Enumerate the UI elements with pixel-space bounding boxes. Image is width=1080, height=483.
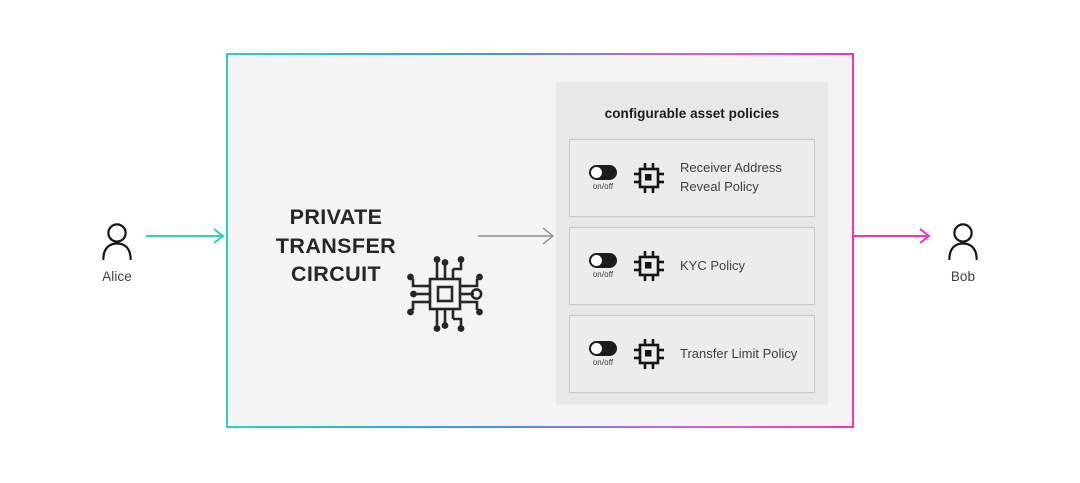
policies-panel-title: configurable asset policies <box>604 106 780 121</box>
circuit-chip-icon <box>403 252 487 336</box>
policy-toggle-label: on/off <box>592 182 614 191</box>
policy-toggle-group[interactable]: on/off <box>586 341 620 367</box>
circuit-title-line-3: CIRCUIT <box>291 262 381 287</box>
policy-toggle-switch[interactable] <box>589 341 617 356</box>
actor-label-bob: Bob <box>950 269 976 284</box>
chip-icon <box>632 249 666 283</box>
actor-bob: Bob <box>908 222 1018 284</box>
configurable-asset-policies-panel: configurable asset policies on/off <box>556 82 828 405</box>
policy-toggle-group[interactable]: on/off <box>586 165 620 191</box>
chip-icon <box>632 161 666 195</box>
policy-card[interactable]: on/off <box>569 139 815 217</box>
actor-label-alice: Alice <box>102 269 132 284</box>
arrow-box-to-bob <box>852 226 934 251</box>
policy-card[interactable]: on/off <box>569 227 815 305</box>
person-icon <box>100 222 134 260</box>
circuit-title-line-1: PRIVATE <box>289 205 383 229</box>
policy-name: KYC Policy <box>680 257 746 273</box>
policy-toggle-label: on/off <box>592 358 614 367</box>
circuit-title-line-2: TRANSFER <box>275 233 397 258</box>
policy-toggle-switch[interactable] <box>589 165 617 180</box>
chip-icon <box>632 337 666 371</box>
policy-toggle-label: on/off <box>592 270 614 279</box>
actor-alice: Alice <box>62 222 172 284</box>
policy-name: Transfer Limit Policy <box>680 345 798 361</box>
private-transfer-circuit-box: PRIVATE TRANSFER CIRCUIT <box>226 53 854 428</box>
arrow-alice-to-box <box>146 226 228 251</box>
policy-card-list: on/off <box>556 139 828 393</box>
policy-card[interactable]: on/off <box>569 315 815 393</box>
policy-name: Receiver Address Reveal Policy <box>680 160 782 194</box>
policy-toggle-group[interactable]: on/off <box>586 253 620 279</box>
policy-toggle-switch[interactable] <box>589 253 617 268</box>
arrow-chip-to-policies <box>478 226 558 251</box>
circuit-title: PRIVATE TRANSFER CIRCUIT <box>246 203 426 289</box>
private-transfer-box-inner: PRIVATE TRANSFER CIRCUIT <box>228 55 852 426</box>
person-icon <box>946 222 980 260</box>
